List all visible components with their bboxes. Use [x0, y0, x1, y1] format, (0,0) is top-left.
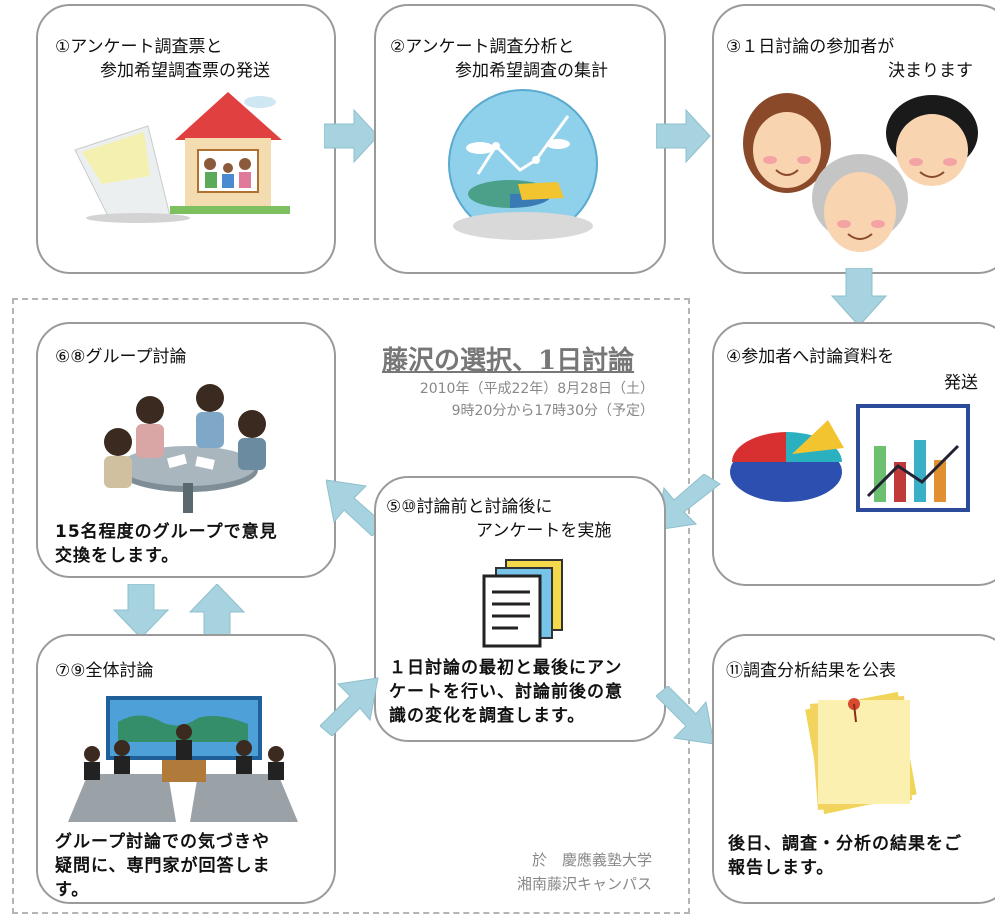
group-discussion-illustration — [104, 384, 266, 513]
step-1-line2: 参加希望調査票の発送 — [100, 61, 270, 81]
step-6-8-line1: ⑥⑧グループ討論 — [55, 347, 187, 367]
step-7-9-line1: ⑦⑨全体討論 — [55, 661, 154, 681]
step-2-line1: ②アンケート調査分析と — [390, 37, 575, 57]
step-3-line1: ③１日討論の参加者が — [726, 37, 895, 57]
step-1-box — [36, 4, 336, 274]
arrow-3-4 — [830, 268, 888, 327]
participants-illustration — [743, 93, 978, 252]
step-5-10-desc-2: ケートを行い、討論前後の意 — [389, 682, 623, 702]
step-11-desc-2: 報告します。 — [728, 858, 835, 878]
step-5-10-line2: アンケートを実施 — [476, 521, 612, 541]
step-3-line2: 決まります — [888, 61, 973, 81]
materials-illustration — [730, 404, 970, 512]
step-11-desc-1: 後日、調査・分析の結果をご — [728, 834, 962, 854]
mail-house-illustration — [74, 92, 290, 223]
step-4-line1: ④参加者へ討論資料を — [726, 347, 895, 367]
step-4-line2: 発送 — [944, 373, 978, 393]
event-title: 藤沢の選択、1日討論 — [382, 346, 635, 376]
step-6-8-desc-2: 交換をします。 — [55, 546, 180, 566]
step-5-10-desc-3: 識の変化を調査します。 — [389, 706, 586, 726]
arrow-7-6-up — [188, 584, 246, 639]
arrow-5-11 — [656, 686, 715, 745]
arrow-6-7-down — [112, 584, 170, 639]
step-5-10-desc-1: １日討論の最初と最後にアン — [389, 658, 623, 678]
step-11-line1: ⑪調査分析結果を公表 — [726, 661, 896, 681]
venue-line2: 湘南藤沢キャンパス — [516, 875, 652, 893]
venue-line1: 於 慶應義塾大学 — [531, 851, 652, 869]
step-7-9-desc-2: 疑問に、専門家が回答しま — [55, 856, 271, 876]
arrow-7-5 — [320, 677, 379, 736]
event-region — [12, 298, 690, 914]
step-6-8-desc-1: 15名程度のグループで意見 — [55, 522, 278, 542]
questionnaire-icon — [482, 559, 563, 648]
arrow-2-3 — [656, 108, 711, 164]
step-7-9-desc-1: グループ討論での気づきや — [55, 832, 270, 852]
plenary-discussion-illustration — [68, 696, 298, 822]
report-note-illustration — [805, 691, 917, 815]
step-1-line1: ①アンケート調査票と — [55, 37, 223, 57]
arrow-1-2 — [324, 108, 379, 164]
event-date: 2010年（平成22年）8月28日（土） — [419, 381, 654, 397]
event-time: 9時20分から17時30分（予定） — [451, 403, 654, 419]
arrow-5-6 — [326, 479, 387, 536]
step-5-10-line1: ⑤⑩討論前と討論後に — [386, 497, 553, 517]
step-2-line2: 参加希望調査の集計 — [455, 61, 608, 81]
analysis-globe-illustration — [448, 89, 598, 240]
step-7-9-desc-3: す。 — [55, 880, 90, 900]
